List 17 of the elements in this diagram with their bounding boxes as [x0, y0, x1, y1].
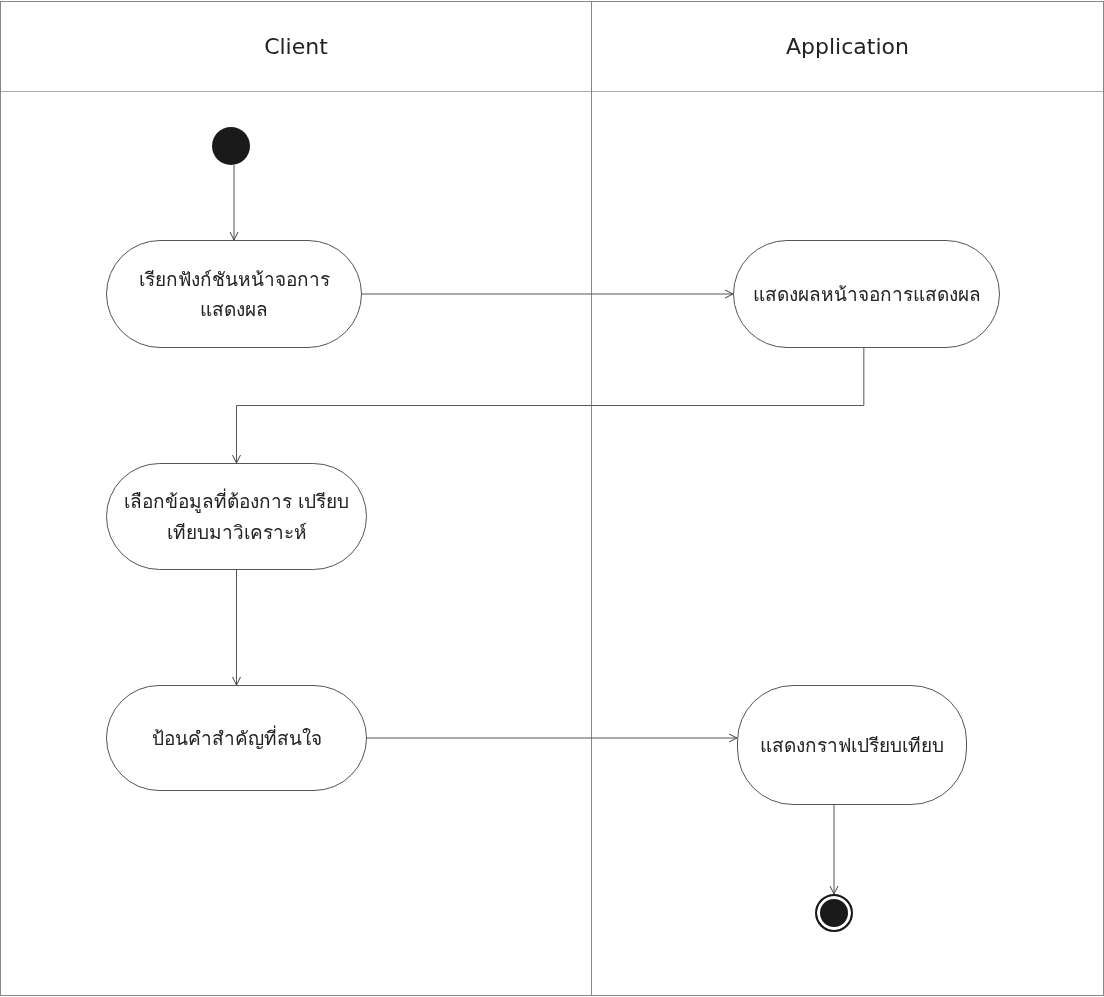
activity-box: แสดงกราฟเปรียบเทียบ	[737, 685, 967, 805]
activity-box: แสดงผลหน้าจอการแสดงผล	[733, 240, 1000, 348]
arrow	[232, 347, 865, 464]
activity-box: เรียกฟังก์ชันหน้าจอการ แสดงผล	[106, 240, 362, 348]
swimlane	[591, 1, 1104, 996]
lane-header: Client	[1, 2, 591, 92]
arrow	[229, 164, 239, 241]
arrow	[361, 289, 734, 299]
activity-box: เลือกข้อมูลที่ต้องการ เปรียบเทียบมาวิเคราะห์	[106, 463, 367, 570]
activity-box: ป้อนคำสำคัญที่สนใจ	[106, 685, 367, 791]
arrow	[366, 733, 738, 743]
arrow	[232, 569, 241, 686]
lane-header: Application	[592, 2, 1103, 92]
arrow	[829, 804, 839, 895]
swimlane	[0, 1, 592, 996]
final-node	[815, 894, 853, 932]
initial-node	[212, 127, 250, 165]
